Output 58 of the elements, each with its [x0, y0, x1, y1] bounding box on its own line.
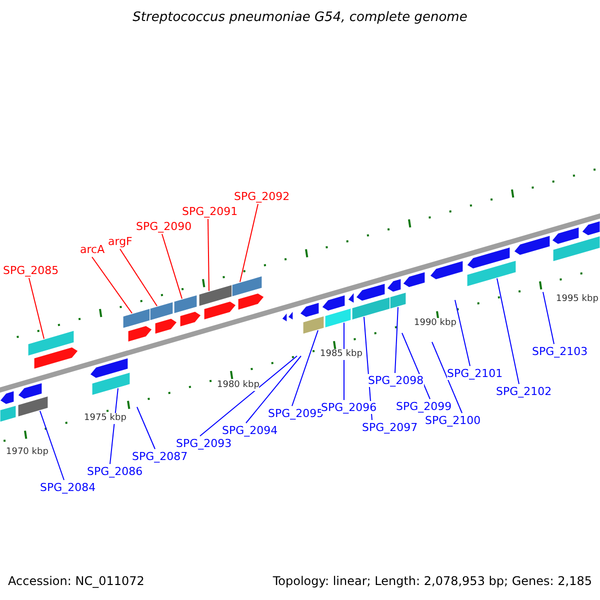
leader-line: [40, 410, 64, 480]
gene-label: SPG_2101: [447, 367, 503, 380]
gene-bar: [302, 316, 324, 334]
gene-bar: [28, 330, 74, 356]
gene-bar: [150, 301, 174, 321]
gene-label: SPG_2091: [182, 205, 238, 218]
scale-label: 1990 kbp: [414, 318, 456, 329]
gene-label: SPG_2085: [3, 264, 59, 277]
leader-line: [162, 234, 182, 300]
accession-text: Accession: NC_011072: [8, 574, 144, 589]
leader-line: [92, 256, 132, 314]
gene-bar: [92, 372, 130, 396]
leader-line: [394, 306, 398, 374]
leader-line: [402, 332, 430, 400]
scale-label: 1985 kbp: [320, 349, 362, 360]
leader-line: [454, 300, 470, 366]
gene-label: SPG_2098: [368, 374, 424, 387]
diagram-title: Streptococcus pneumoniae G54, complete genome: [132, 10, 468, 25]
gene-label: SPG_2097: [362, 421, 418, 434]
leader-line: [240, 204, 258, 282]
gene-label: SPG_2096: [321, 401, 377, 414]
gene-label: SPG_2100: [425, 414, 481, 427]
scale-label: 1995 kbp: [556, 294, 598, 305]
leader-line: [28, 278, 44, 340]
gene-label: SPG_2099: [396, 400, 452, 413]
gene-bar: [122, 308, 150, 329]
gene-bar: [324, 308, 352, 328]
scale-label: 1975 kbp: [84, 413, 126, 424]
gene-label: argF: [108, 235, 132, 248]
gene-label: SPG_2087: [132, 450, 188, 463]
leader-line: [496, 278, 520, 384]
leader-line: [120, 248, 158, 306]
genome-summary-text: Topology: linear; Length: 2,078,953 bp; Genes: 2,185: [272, 574, 592, 589]
gene-label: SPG_2095: [268, 407, 324, 420]
gene-label: SPG_2102: [496, 385, 552, 398]
gene-label: SPG_2093: [176, 437, 232, 450]
leader-line: [292, 330, 318, 406]
gene-bar: [198, 284, 232, 307]
leader-line: [136, 406, 156, 450]
gene-label: SPG_2092: [234, 190, 290, 203]
gene-label: SPG_2084: [40, 481, 96, 494]
gene-bar: [174, 294, 198, 314]
leader-line: [246, 356, 302, 424]
scale-label: 1980 kbp: [217, 380, 260, 391]
gene-label: arcA: [80, 243, 105, 256]
leader-line: [432, 342, 462, 414]
leader-line: [200, 356, 298, 436]
gene-bar: [390, 292, 406, 310]
gene-label: SPG_2090: [136, 220, 192, 233]
gene-bar: [466, 260, 516, 287]
gene-label: SPG_2094: [222, 424, 278, 437]
leader-line: [542, 292, 554, 344]
gene-label: SPG_2103: [532, 345, 588, 358]
gene-bar: [18, 396, 48, 418]
gene-bar: [232, 276, 262, 298]
leader-line: [208, 218, 210, 292]
scale-label: 1970 kbp: [6, 447, 48, 458]
gene-label: SPG_2086: [87, 465, 143, 478]
